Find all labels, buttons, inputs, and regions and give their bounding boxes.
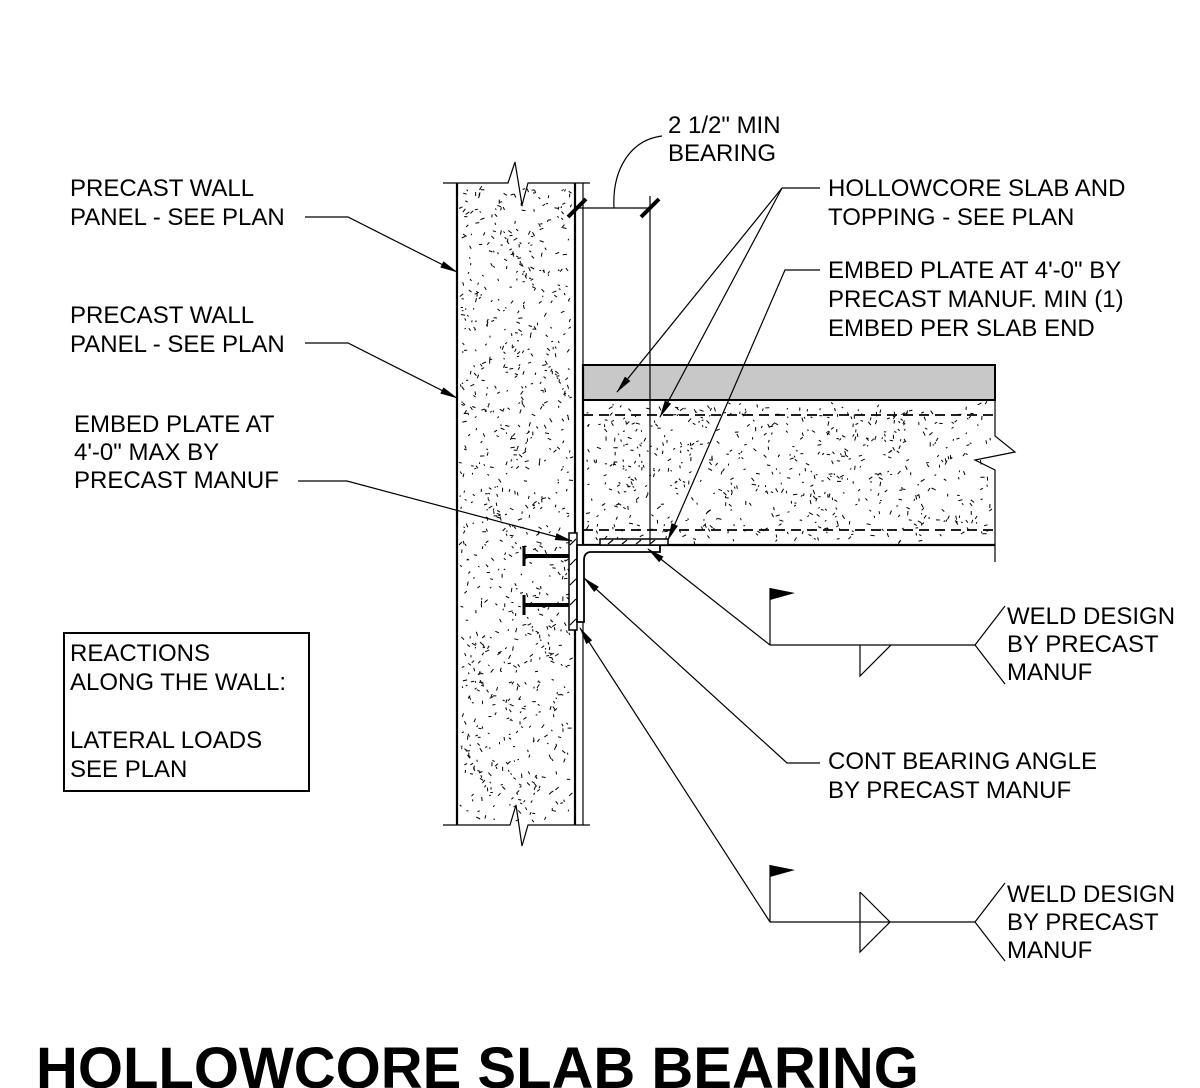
wall-concrete-hatch [458, 185, 574, 823]
slab-embed-plate [599, 538, 669, 546]
slab-topping [582, 364, 996, 401]
slab-break-line [973, 365, 1017, 562]
callout-precast-wall-1: PRECAST WALL PANEL - SEE PLAN [70, 175, 458, 273]
precast-wall-panel [443, 161, 590, 847]
wall-bottom-break-line [443, 804, 590, 847]
wall-top-break-line [443, 161, 590, 206]
svg-text:REACTIONS ALONG THE WALL: REACTIONS ALONG THE WALL: LATERAL LOADS … [70, 640, 293, 783]
callout-precast-wall-2: PRECAST WALL PANEL - SEE PLAN [70, 302, 458, 399]
hollowcore-slab [581, 364, 1017, 562]
callout-bearing-angle: CONT BEARING ANGLE BY PRECAST MANUF [583, 577, 1104, 804]
min-bearing-dimension: 2 1/2" MIN BEARING [566, 112, 787, 545]
bearing-angle-assembly [522, 532, 669, 631]
slab-concrete-hatch [585, 401, 993, 545]
callout-embed-plate-wall: EMBED PLATE AT 4'-0" MAX BY PRECAST MANU… [74, 411, 573, 542]
callout-hollowcore-slab: HOLLOWCORE SLAB AND TOPPING - SEE PLAN [616, 175, 1132, 418]
weld-symbol-2: WELD DESIGN BY PRECAST MANUF [579, 627, 1182, 964]
svg-text:EMBED PLATE AT 4'-0" MAX: EMBED PLATE AT 4'-0" MAX BY PRECAST MANU… [74, 411, 281, 494]
reactions-note-box: REACTIONS ALONG THE WALL: LATERAL LOADS … [63, 632, 310, 792]
svg-text:PRECAST WALL PANEL - SEE: PRECAST WALL PANEL - SEE PLAN [70, 302, 285, 358]
svg-text:HOLLOWCORE SLAB AND TOPP: HOLLOWCORE SLAB AND TOPPING - SEE PLAN [828, 175, 1132, 231]
headed-stud-lower [522, 595, 569, 615]
callout-embed-plate-slab: EMBED PLATE AT 4'-0" BY PRECAST MANUF. M… [667, 257, 1130, 541]
svg-text:PRECAST WALL PANEL - SEE: PRECAST WALL PANEL - SEE PLAN [70, 175, 285, 231]
min-bearing-label: 2 1/2" MIN BEARING [668, 112, 787, 167]
svg-text:CONT BEARING ANGLE BY PR: CONT BEARING ANGLE BY PRECAST MANUF [828, 748, 1104, 804]
svg-text:WELD DESIGN BY PRECAST: WELD DESIGN BY PRECAST MANUF [1007, 881, 1182, 964]
headed-stud-upper [522, 546, 569, 566]
svg-text:EMBED PLATE AT 4'-0" BY: EMBED PLATE AT 4'-0" BY PRECAST MANUF. M… [828, 257, 1130, 342]
weld-symbol-1: WELD DESIGN BY PRECAST MANUF [647, 548, 1182, 686]
svg-text:WELD DESIGN BY PRECAST: WELD DESIGN BY PRECAST MANUF [1007, 603, 1182, 686]
drawing-title: HOLLOWCORE SLAB BEARING [36, 1036, 919, 1088]
